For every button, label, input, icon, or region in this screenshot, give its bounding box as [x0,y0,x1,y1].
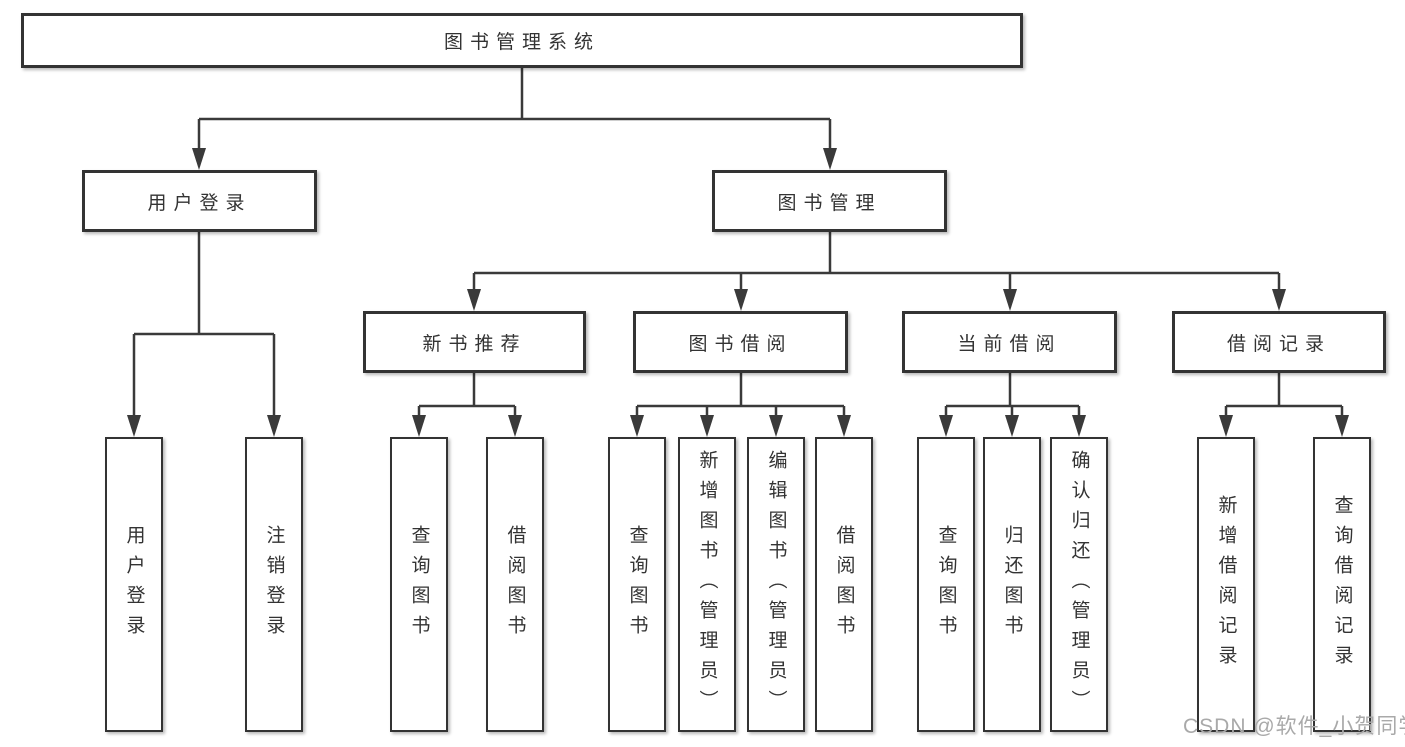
leaf-add-books-admin: 新增图书（管理员） [678,437,736,732]
node-label: 用户登录 [123,524,145,645]
leaf-user-login: 用户登录 [105,437,163,732]
node-root-system: 图书管理系统 [21,13,1023,68]
node-label: 当前借阅 [957,333,1062,355]
node-label: 编辑图书（管理员） [765,449,787,720]
node-label: 图书管理系统 [443,32,600,53]
node-label: 查询借阅记录 [1331,494,1353,675]
node-label: 查询图书 [626,524,648,645]
node-label: 新增图书（管理员） [696,449,718,720]
node-user-login: 用户登录 [82,170,317,232]
node-current-borrow: 当前借阅 [902,311,1117,373]
leaf-add-borrow-record: 新增借阅记录 [1197,437,1255,732]
node-label: 借阅图书 [833,524,855,645]
node-label: 新书推荐 [422,333,527,355]
node-label: 图书借阅 [688,333,793,355]
node-new-book-recommend: 新书推荐 [363,311,586,373]
leaf-confirm-return-admin: 确认归还（管理员） [1050,437,1108,732]
leaf-edit-books-admin: 编辑图书（管理员） [747,437,805,732]
leaf-query-books-recommend: 查询图书 [390,437,448,732]
node-book-borrow: 图书借阅 [633,311,848,373]
leaf-query-books-current: 查询图书 [917,437,975,732]
leaf-logout-login: 注销登录 [245,437,303,732]
arrowheads [127,148,1349,437]
leaf-borrow-books-recommend: 借阅图书 [486,437,544,732]
node-borrow-record: 借阅记录 [1172,311,1386,373]
node-label: 确认归还（管理员） [1068,449,1090,720]
leaf-borrow-books: 借阅图书 [815,437,873,732]
node-label: 借阅图书 [504,524,526,645]
node-label: 注销登录 [263,524,285,645]
node-label: 归还图书 [1001,524,1023,645]
node-label: 用户登录 [147,192,252,214]
node-book-management: 图书管理 [712,170,947,232]
node-label: 新增借阅记录 [1215,494,1237,675]
csdn-watermark: CSDN @软件_小贺同学 [1183,715,1405,738]
node-label: 借阅记录 [1226,333,1331,355]
leaf-return-books: 归还图书 [983,437,1041,732]
connector-paths [132,68,1344,419]
node-label: 图书管理 [777,192,882,214]
node-label: 查询图书 [408,524,430,645]
node-label: 查询图书 [935,524,957,645]
leaf-query-books-borrow: 查询图书 [608,437,666,732]
leaf-query-borrow-record: 查询借阅记录 [1313,437,1371,732]
